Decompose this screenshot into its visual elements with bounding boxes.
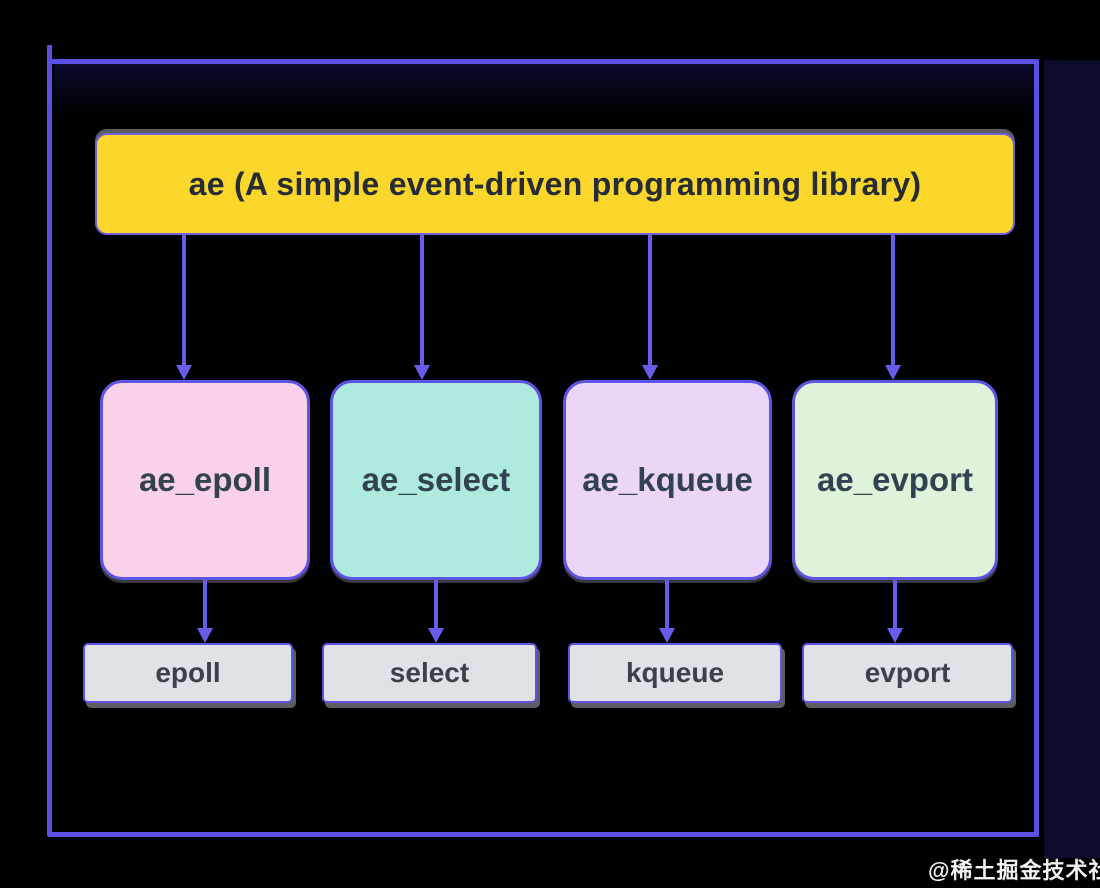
node-evport: evport [802, 643, 1013, 703]
node-label: kqueue [625, 657, 725, 688]
arrow-ae-to-ae_select [420, 235, 424, 366]
node-label: evport [864, 657, 951, 688]
arrow-ae_epoll-to-epoll [203, 580, 207, 630]
arrow-ae_select-to-select [434, 580, 438, 630]
node-epoll: epoll [83, 643, 293, 703]
node-ae_kqueue: ae_kqueue [563, 380, 772, 580]
node-label: ae_epoll [138, 461, 272, 498]
node-ae_select: ae_select [330, 380, 542, 580]
background-artifact [54, 64, 1036, 116]
node-label: select [389, 657, 470, 688]
arrowhead-ae-to-ae_kqueue [642, 365, 658, 380]
arrow-ae-to-ae_evport [891, 235, 895, 366]
arrowhead-ae_evport-to-evport [887, 628, 903, 643]
diagram-outer-border [47, 59, 1039, 837]
arrowhead-ae-to-ae_evport [885, 365, 901, 380]
arrowhead-ae_kqueue-to-kqueue [659, 628, 675, 643]
node-label: ae (A simple event-driven programming li… [188, 165, 922, 202]
border-corner-overshoot [47, 45, 52, 63]
arrowhead-ae-to-ae_epoll [176, 365, 192, 380]
background-artifact [1044, 60, 1100, 858]
node-label: ae_kqueue [582, 461, 753, 498]
arrow-ae_evport-to-evport [893, 580, 897, 630]
node-ae_evport: ae_evport [792, 380, 998, 580]
node-select: select [322, 643, 537, 703]
node-label: ae_evport [817, 461, 973, 498]
watermark: @稀土掘金技术社区 [928, 858, 1100, 883]
arrowhead-ae_epoll-to-epoll [197, 628, 213, 643]
node-label: epoll [155, 657, 221, 688]
arrow-ae_kqueue-to-kqueue [665, 580, 669, 630]
arrow-ae-to-ae_epoll [182, 235, 186, 366]
node-kqueue: kqueue [568, 643, 782, 703]
node-ae-library: ae (A simple event-driven programming li… [95, 133, 1015, 235]
arrowhead-ae_select-to-select [428, 628, 444, 643]
arrowhead-ae-to-ae_select [414, 365, 430, 380]
node-ae_epoll: ae_epoll [100, 380, 310, 580]
node-label: ae_select [361, 461, 511, 498]
arrow-ae-to-ae_kqueue [648, 235, 652, 366]
